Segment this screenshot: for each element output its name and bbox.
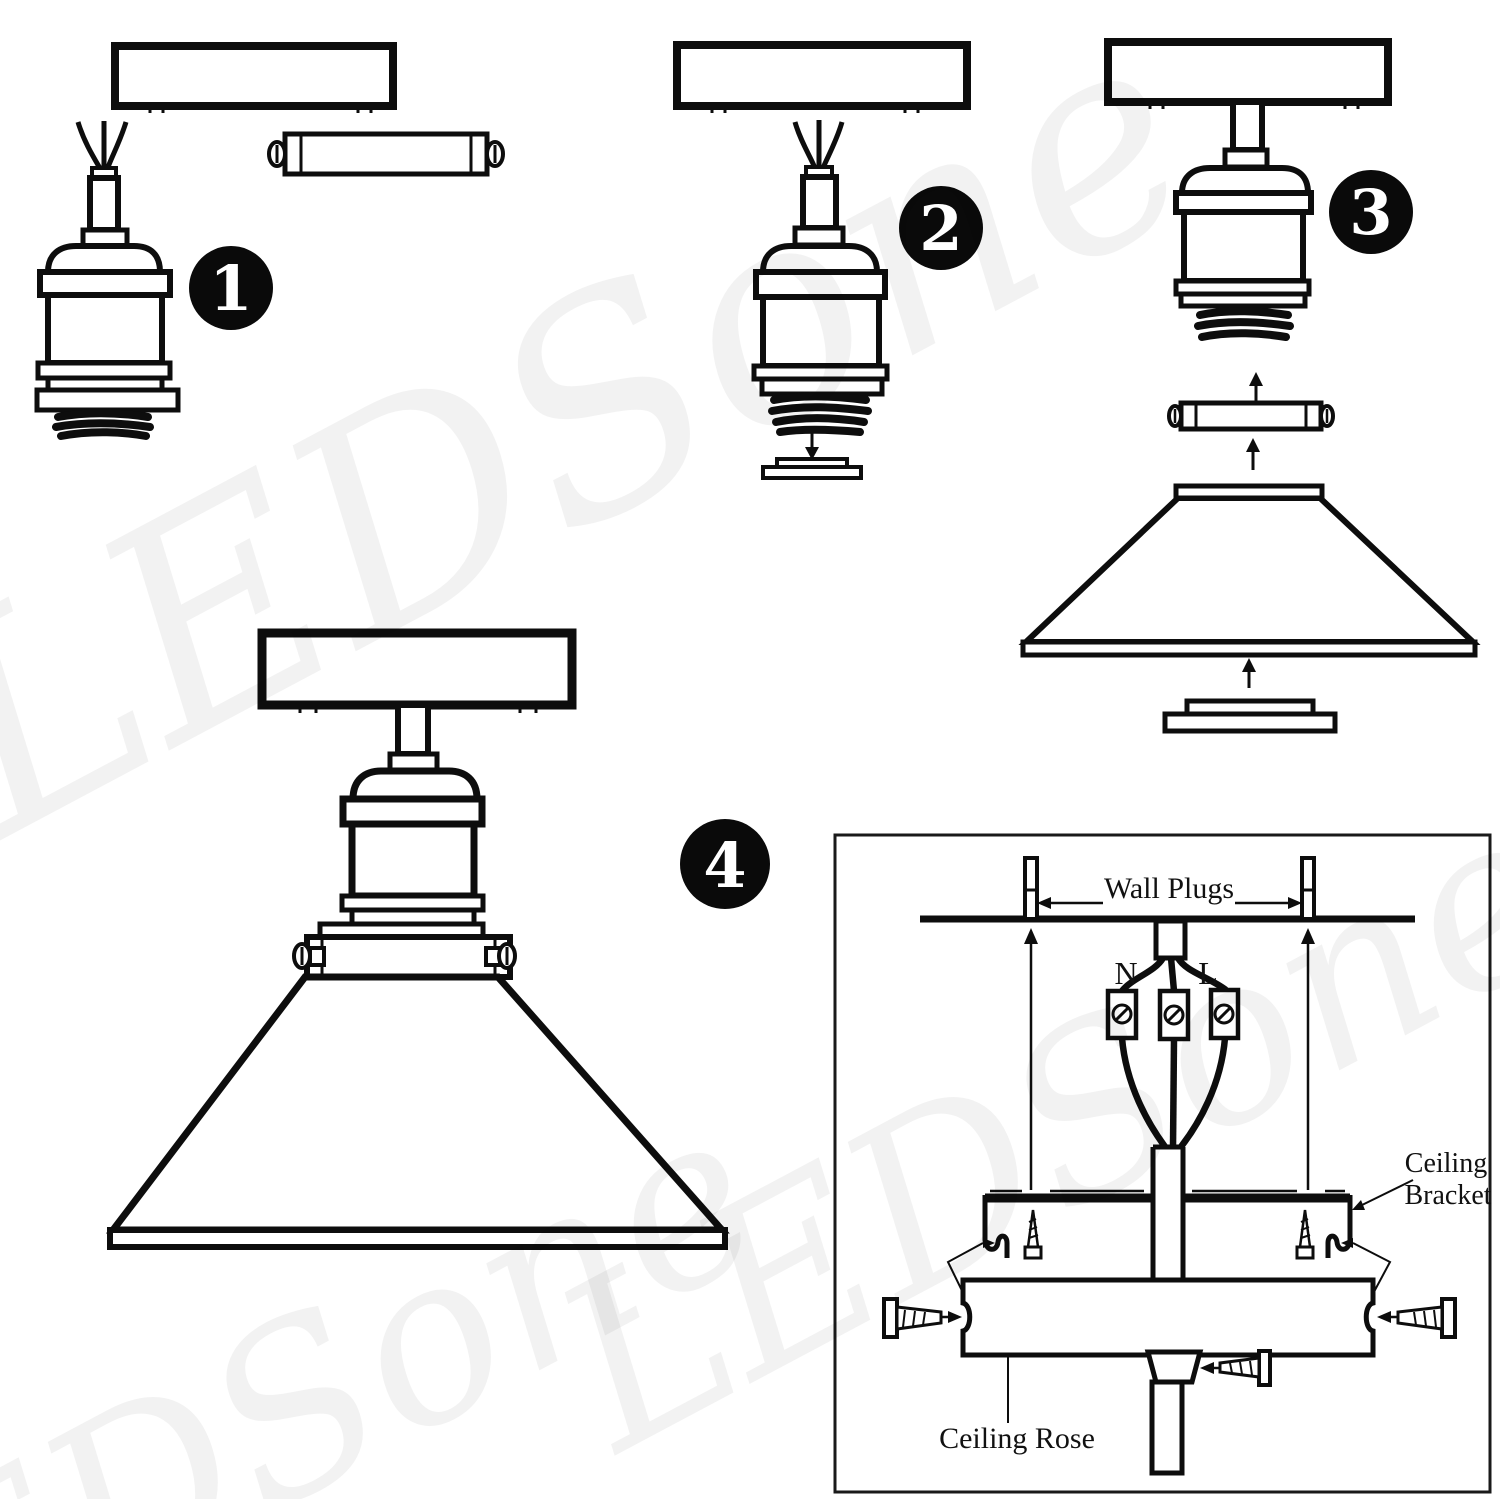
live-label: L <box>1198 955 1218 991</box>
fixing-screw-up-right <box>1295 1209 1315 1260</box>
ceiling-rose-label-text: Ceiling Rose <box>939 1422 1095 1455</box>
lampshade <box>1018 483 1481 658</box>
lamp-holder-assembled <box>1173 99 1314 341</box>
plate-screw-hole-ticks <box>710 106 920 113</box>
step-1-badge: 1 <box>189 246 273 330</box>
earth-wire <box>1167 957 1178 992</box>
step-2-number: 2 <box>919 192 962 265</box>
ceiling-plate <box>257 628 577 710</box>
shade-ring <box>761 457 863 480</box>
terminal-block-live <box>1208 987 1241 1041</box>
arrow-up-icon <box>1249 372 1263 402</box>
supply-cable <box>1153 918 1188 961</box>
terminal-block-earth <box>1157 988 1191 1042</box>
live-wire <box>1177 1037 1229 1151</box>
arrow-up-icon <box>1246 438 1260 470</box>
lamp-holder <box>751 120 890 436</box>
grip-screw <box>1200 1349 1272 1387</box>
step-4-number: 4 <box>703 829 746 902</box>
wiring-detail-box: Wall Plugs N L <box>833 833 1492 1494</box>
neutral-wire <box>1119 956 1166 994</box>
wall-plug-left <box>1023 856 1039 921</box>
mounting-bracket-bar <box>1167 400 1335 432</box>
neutral-wire <box>1118 1037 1169 1150</box>
bar-screw-left <box>267 140 287 168</box>
shade-ring <box>1162 698 1338 734</box>
live-wire <box>104 121 129 171</box>
neutral-wire <box>75 121 104 172</box>
screw-thread <box>768 392 872 436</box>
fixing-screw-up-left <box>1023 1209 1043 1260</box>
wall-plugs-label: Wall Plugs <box>1104 872 1234 905</box>
rose-screw-right <box>1377 1297 1457 1339</box>
step-4-badge: 4 <box>680 819 770 909</box>
arrow-up-icon <box>1301 928 1315 1190</box>
ceiling-bracket-label-line1: Ceiling <box>1405 1148 1487 1179</box>
neutral-wire <box>792 121 818 169</box>
step-4-illustration: 4 <box>105 628 770 1250</box>
arrow-up-icon <box>1024 928 1038 1190</box>
wall-plug-right <box>1300 856 1316 921</box>
step-1-number: 1 <box>209 252 252 325</box>
mounting-bracket-bar <box>267 131 505 177</box>
cord-grip <box>1144 1349 1204 1385</box>
lampshade <box>105 973 730 1250</box>
neutral-label: N <box>1114 955 1137 991</box>
ceiling-bracket-label: Ceiling Bracket <box>1352 1148 1492 1211</box>
screw-thread <box>1194 307 1294 341</box>
screw-thread <box>52 409 154 440</box>
arrow-right-icon <box>1235 897 1302 909</box>
bar-screw-right <box>1319 404 1335 428</box>
step-2-badge: 2 <box>899 186 983 270</box>
ceiling-rose-label: Ceiling Rose <box>939 1357 1095 1455</box>
ceiling-bracket-label-line2: Bracket <box>1404 1180 1491 1211</box>
plate-screw-hole-ticks <box>148 106 373 113</box>
live-wire <box>1175 956 1228 993</box>
ceiling-plate <box>1104 38 1392 106</box>
step-3-illustration: 3 <box>1018 38 1481 734</box>
fixture-cable <box>1150 1144 1186 1283</box>
arrow-left-icon <box>1037 897 1103 909</box>
step-3-badge: 3 <box>1329 170 1413 254</box>
pendant-cord <box>1149 1379 1185 1476</box>
live-wire <box>820 121 845 169</box>
step-3-number: 3 <box>1349 176 1392 249</box>
shade-bracket <box>292 934 517 980</box>
plate-screw-hole-ticks <box>1148 102 1360 109</box>
terminal-block-neutral <box>1105 988 1139 1041</box>
arrow-up-icon <box>1242 658 1256 688</box>
bracket-screw-left <box>292 942 326 970</box>
lamp-holder <box>34 121 181 440</box>
bar-screw-right <box>485 140 505 168</box>
plate-screw-hole-ticks <box>298 705 538 713</box>
step-1-illustration: 1 <box>34 42 505 440</box>
bar-screw-left <box>1167 404 1183 428</box>
ceiling-rose <box>960 1277 1376 1358</box>
arrow-down-icon <box>805 428 819 460</box>
ceiling-plate <box>673 41 971 110</box>
lamp-holder-assembled <box>317 702 486 940</box>
step-2-illustration: 2 <box>673 41 983 480</box>
ceiling-plate <box>111 42 397 110</box>
rose-screw-left <box>882 1297 962 1339</box>
bracket-screw-right <box>484 942 517 970</box>
earth-wire <box>1169 1038 1178 1149</box>
